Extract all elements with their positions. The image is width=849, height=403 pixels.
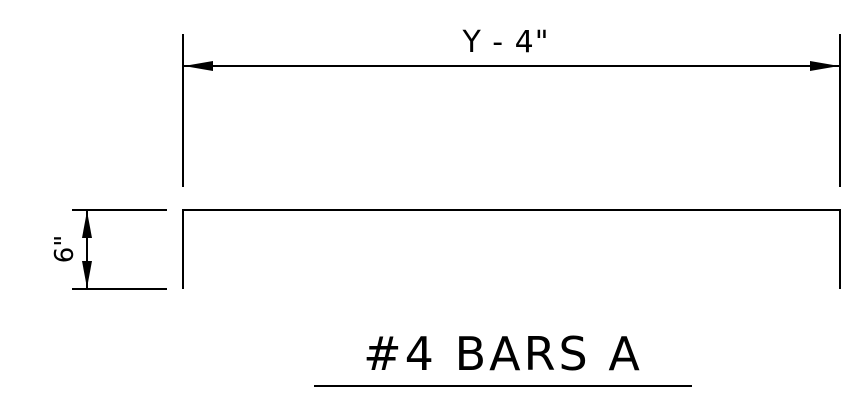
drawing-title: #4 BARS A bbox=[363, 327, 643, 381]
arrowhead-right bbox=[810, 61, 839, 71]
title-block: #4 BARS A bbox=[314, 327, 692, 387]
bar-outline bbox=[182, 209, 841, 289]
arrowhead-left bbox=[184, 61, 213, 71]
horizontal-dimension: Y - 4" bbox=[182, 25, 841, 187]
arrowhead-up bbox=[82, 211, 92, 238]
vertical-dimension: 6" bbox=[50, 209, 167, 290]
horizontal-dimension-label: Y - 4" bbox=[461, 25, 549, 60]
arrowhead-down bbox=[82, 261, 92, 288]
vertical-dimension-label: 6" bbox=[50, 235, 80, 264]
bar-shape bbox=[182, 209, 841, 289]
